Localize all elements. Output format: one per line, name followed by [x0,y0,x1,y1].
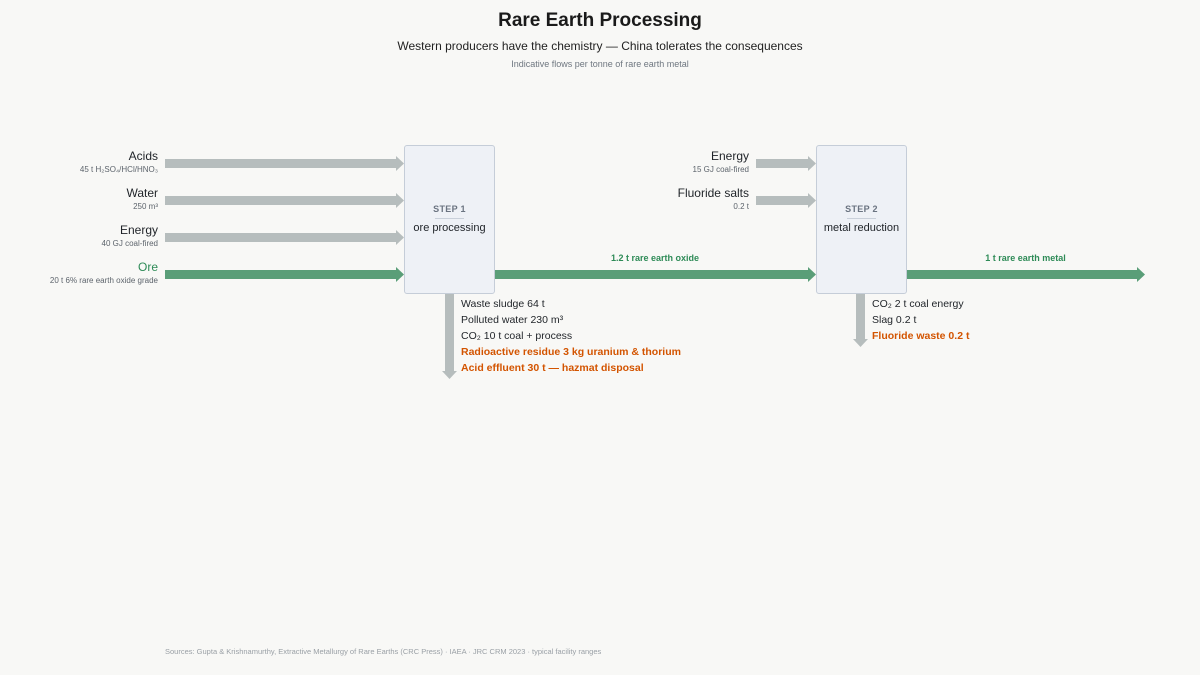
input-label-water: Water 250 m³ [0,186,158,212]
input-detail: 40 GJ coal-fired [101,239,158,248]
input-arrow-fluoride-salts [756,193,816,208]
output-item-hazard: Acid effluent 30 t — hazmat disposal [461,362,644,374]
input-detail: 0.2 t [733,202,749,211]
page-title: Rare Earth Processing [498,10,702,31]
input-arrow-acids [165,156,404,171]
flow-label-oxide: 1.2 t rare earth oxide [610,253,700,263]
input-arrow-energy-1 [165,230,404,245]
source-note: Sources: Gupta & Krishnamurthy, Extracti… [165,647,602,656]
divider [435,218,464,219]
flow-arrow-metal [906,267,1145,282]
input-label-energy-2: Energy 15 GJ coal-fired [591,149,749,175]
input-name: Acids [128,149,158,163]
input-arrow-water [165,193,404,208]
output-item: CO₂ 10 t coal + process [461,330,573,342]
waste-arrow-step2 [853,293,868,347]
step2-outputs: CO₂ 2 t coal energy Slag 0.2 t Fluoride … [872,296,969,344]
step-name: ore processing [413,222,486,234]
input-name: Energy [710,149,749,163]
output-item-hazard: Fluoride waste 0.2 t [872,330,970,342]
input-label-acids: Acids 45 t H₂SO₄/HCl/HNO₃ [0,149,158,175]
divider [847,218,876,219]
step1-box: STEP 1 ore processing [404,145,495,294]
input-detail: 15 GJ coal-fired [692,165,749,174]
step-label: STEP 1 [433,204,466,214]
input-detail: 45 t H₂SO₄/HCl/HNO₃ [79,165,158,174]
input-name: Ore [137,260,158,274]
input-detail: 250 m³ [133,202,158,211]
input-name: Water [126,186,158,200]
input-name: Energy [119,223,158,237]
output-item: Slag 0.2 t [872,314,917,326]
waste-arrow-step1 [442,293,457,379]
output-item: Polluted water 230 m³ [461,314,564,326]
step1-outputs: Waste sludge 64 t Polluted water 230 m³ … [461,296,681,376]
page-note: Indicative flows per tonne of rare earth… [511,59,689,69]
input-label-ore: Ore 20 t 6% rare earth oxide grade [0,260,158,286]
input-detail: 20 t 6% rare earth oxide grade [49,276,158,285]
flow-label-metal: 1 t rare earth metal [985,253,1066,263]
step-name: metal reduction [823,222,900,234]
step2-box: STEP 2 metal reduction [816,145,907,294]
step-label: STEP 2 [845,204,878,214]
input-label-energy-1: Energy 40 GJ coal-fired [0,223,158,249]
output-item: Waste sludge 64 t [461,298,545,310]
input-name: Fluoride salts [677,186,749,200]
input-arrow-energy-2 [756,156,816,171]
page-subtitle: Western producers have the chemistry — C… [397,39,803,53]
flow-arrow-oxide [494,267,816,282]
output-item: CO₂ 2 t coal energy [872,298,964,310]
input-arrow-ore [165,267,404,282]
output-item-hazard: Radioactive residue 3 kg uranium & thori… [461,346,681,358]
input-label-fluoride-salts: Fluoride salts 0.2 t [591,186,749,212]
